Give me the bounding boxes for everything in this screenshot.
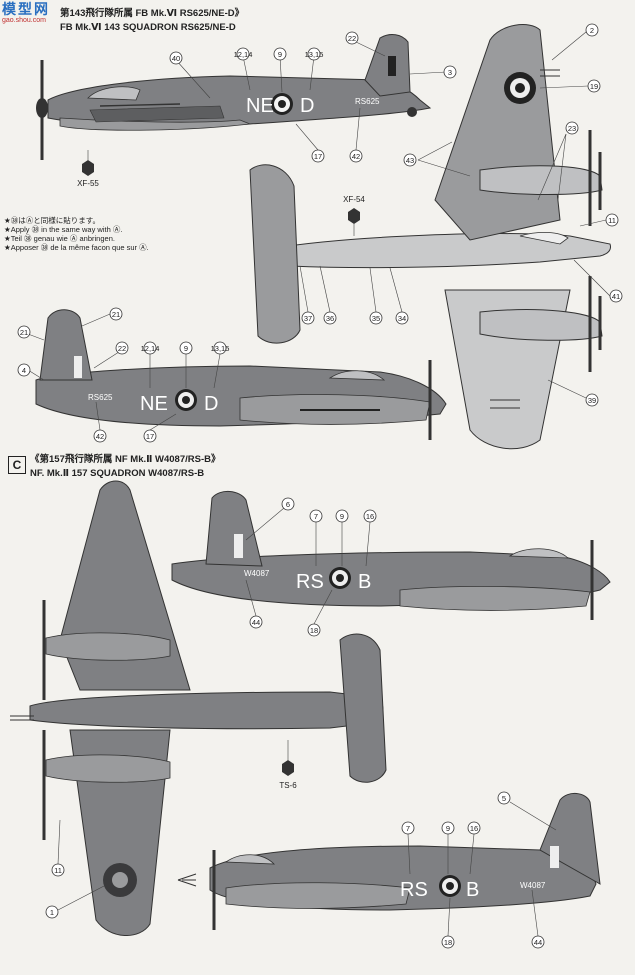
svg-text:21: 21: [20, 328, 28, 337]
svg-text:4: 4: [22, 366, 26, 375]
paint-xf55: XF-55: [77, 179, 99, 188]
note-en: ★Apply ㊳ in the same way with Ⓐ.: [4, 225, 123, 234]
nf-mk2-side-view-lower: RS B W4087: [177, 793, 601, 930]
svg-text:12,14: 12,14: [234, 50, 253, 59]
fb-mk6-side-view-upper: NE D RS625: [36, 34, 432, 160]
section-b-title-jp: 第143飛行隊所属 FB Mk.Ⅵ RS625/NE-D》: [60, 8, 245, 19]
note-fr: ★Apposer ㊳ de la même facon que sur Ⓐ.: [4, 243, 149, 252]
section-b-title-en: FB Mk.Ⅵ 143 SQUADRON RS625/NE-D: [60, 22, 236, 33]
svg-text:23: 23: [568, 124, 576, 133]
watermark-logo: 模型网 gao.shou.com: [2, 2, 50, 25]
svg-text:13,15: 13,15: [305, 50, 324, 59]
nf-lower-code-right: B: [466, 879, 479, 901]
svg-text:35: 35: [372, 314, 380, 323]
nf-upper-code-right: B: [358, 571, 371, 593]
svg-text:17: 17: [146, 432, 154, 441]
paint-ts6: TS-6: [279, 781, 297, 790]
fb-lower-code-left: NE: [140, 393, 168, 415]
svg-text:44: 44: [252, 618, 260, 627]
svg-text:16: 16: [366, 512, 374, 521]
svg-text:7: 7: [314, 512, 318, 521]
fb-lower-serial: RS625: [88, 393, 113, 402]
paint-xf54: XF-54: [343, 195, 365, 204]
svg-text:18: 18: [310, 626, 318, 635]
nf-mk2-side-view-upper: RS B W4087: [171, 491, 611, 620]
svg-text:22: 22: [118, 344, 126, 353]
svg-text:42: 42: [96, 432, 104, 441]
fb-upper-code-left: NE: [246, 95, 274, 117]
svg-text:37: 37: [304, 314, 312, 323]
nf-upper-code-left: RS: [296, 571, 324, 593]
svg-text:17: 17: [314, 152, 322, 161]
svg-text:6: 6: [286, 500, 290, 509]
watermark-url: gao.shou.com: [2, 17, 46, 24]
fb-upper-serial: RS625: [355, 97, 380, 106]
svg-text:22: 22: [348, 34, 356, 43]
svg-text:5: 5: [502, 794, 506, 803]
svg-text:21: 21: [112, 310, 120, 319]
svg-text:44: 44: [534, 938, 542, 947]
svg-text:9: 9: [278, 50, 282, 59]
nf-upper-serial: W4087: [244, 569, 270, 578]
section-c-title-jp: 《第157飛行隊所属 NF Mk.Ⅱ W4087/RS-B》: [30, 454, 221, 465]
svg-text:19: 19: [590, 82, 598, 91]
nf-mk2-top-view: [10, 480, 387, 937]
svg-text:3: 3: [448, 68, 452, 77]
svg-text:2: 2: [590, 26, 594, 35]
svg-text:9: 9: [184, 344, 188, 353]
svg-text:36: 36: [326, 314, 334, 323]
nf-lower-code-left: RS: [400, 879, 428, 901]
section-c-marker: C: [8, 456, 26, 474]
svg-text:39: 39: [588, 396, 596, 405]
fb-mk6-top-view: [249, 24, 611, 450]
svg-text:11: 11: [54, 866, 62, 875]
fb-mk6-side-view-lower: NE D RS625: [35, 309, 447, 440]
svg-text:7: 7: [406, 824, 410, 833]
svg-text:40: 40: [172, 54, 180, 63]
svg-text:18: 18: [444, 938, 452, 947]
svg-text:9: 9: [340, 512, 344, 521]
nf-lower-serial: W4087: [520, 881, 546, 890]
svg-text:43: 43: [406, 156, 414, 165]
section-c-title-en: NF. Mk.Ⅱ 157 SQUADRON W4087/RS-B: [30, 468, 205, 479]
svg-text:12,14: 12,14: [141, 344, 160, 353]
svg-text:34: 34: [398, 314, 406, 323]
svg-text:16: 16: [470, 824, 478, 833]
watermark-name: 模型网: [2, 1, 50, 17]
svg-text:41: 41: [612, 292, 620, 301]
svg-text:1: 1: [50, 908, 54, 917]
svg-text:9: 9: [446, 824, 450, 833]
note-de: ★Teil ㊳ genau wie Ⓐ anbringen.: [4, 234, 115, 243]
note-jp: ★㊳はⒶと同様に貼ります。: [4, 216, 100, 225]
fb-upper-code-right: D: [300, 95, 314, 117]
decal-callouts: 40 12,14 9 13,15 22 3 17 42 2 19 23 43 1…: [17, 23, 623, 949]
svg-text:42: 42: [352, 152, 360, 161]
paint-markers: XF-55 XF-54 TS-6: [77, 150, 365, 790]
fb-lower-code-right: D: [204, 393, 218, 415]
svg-text:13,15: 13,15: [211, 344, 230, 353]
svg-text:11: 11: [608, 216, 616, 225]
